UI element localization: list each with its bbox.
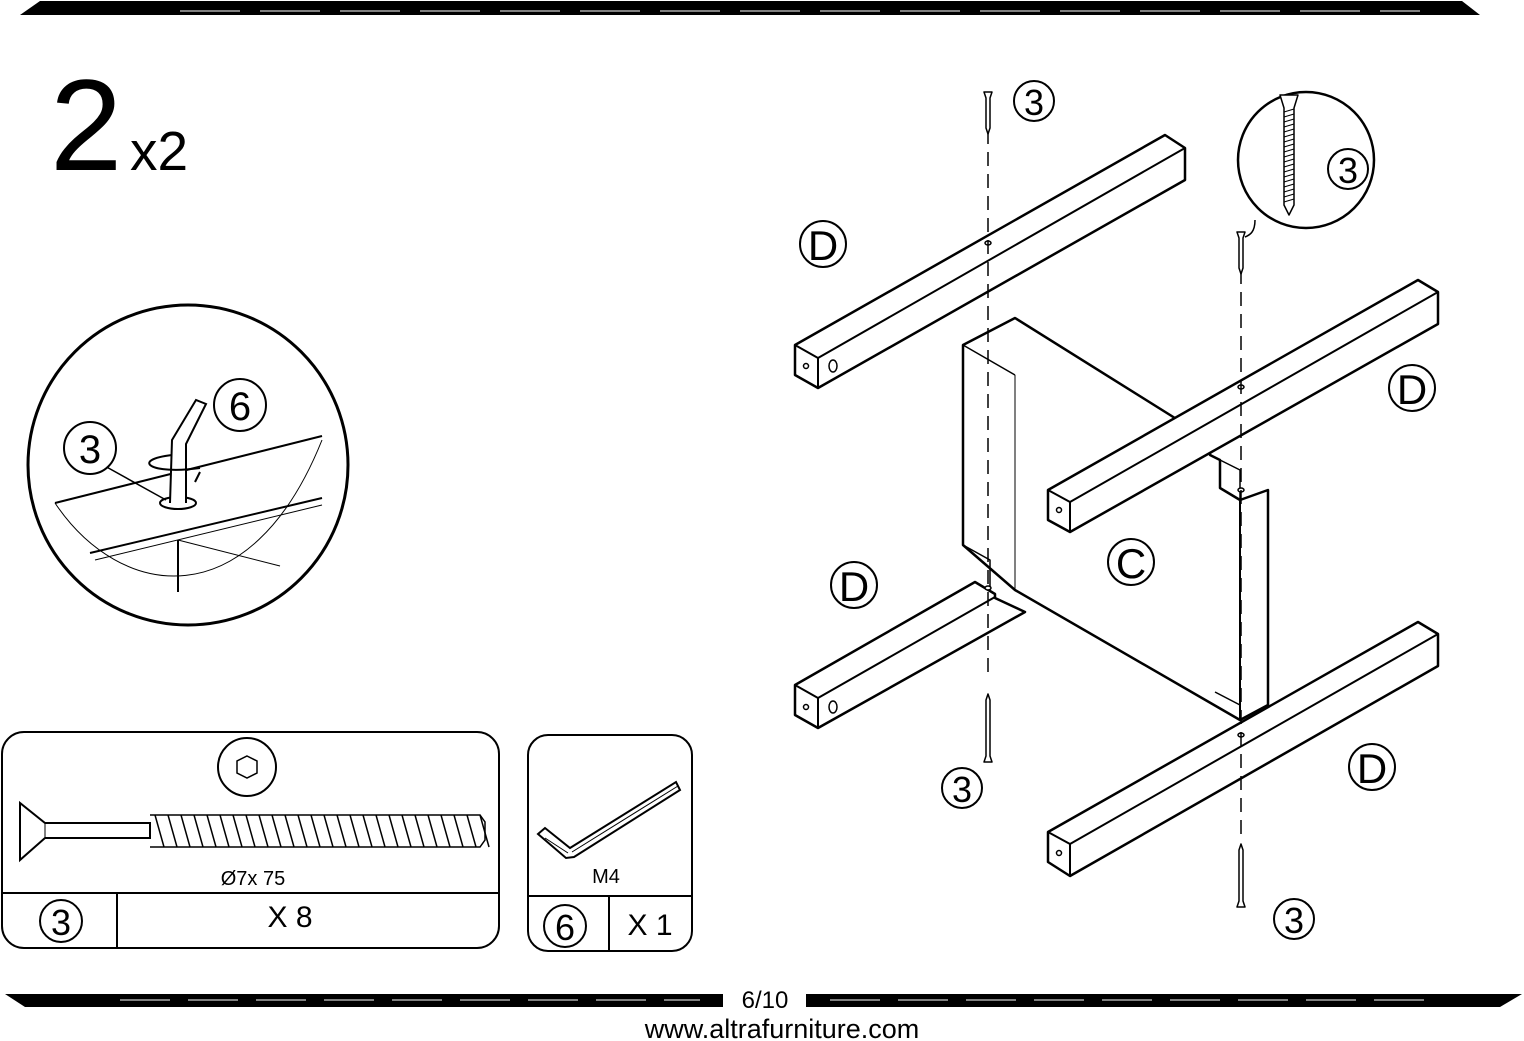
key-part-id: 6 bbox=[555, 907, 575, 948]
screw-thread bbox=[154, 814, 490, 848]
label-rail-d-top-left: D bbox=[808, 222, 838, 269]
detail-magnifier bbox=[26, 303, 350, 627]
key-quantity: X 1 bbox=[627, 909, 672, 942]
step-number: 2 bbox=[50, 52, 122, 198]
parts-box-key bbox=[527, 734, 693, 952]
label-rail-d-bottom-right: D bbox=[1357, 745, 1387, 792]
parts-box-screw bbox=[1, 731, 500, 949]
footer-url: www.altrafurniture.com bbox=[644, 1014, 920, 1041]
screw-callout-bottom-left: 3 bbox=[952, 769, 972, 810]
screw-callout-bottom-right: 3 bbox=[1284, 900, 1304, 941]
detail-callout-key: 6 bbox=[229, 385, 251, 429]
zoom-screw-thread bbox=[1283, 108, 1295, 203]
top-border bbox=[20, 1, 1480, 15]
screw-quantity: X 8 bbox=[267, 901, 312, 934]
screw-part-id: 3 bbox=[51, 902, 71, 943]
assembly-drawing bbox=[793, 90, 1440, 908]
label-panel-c: C bbox=[1116, 540, 1146, 587]
step-heading: 2 x2 bbox=[50, 52, 188, 198]
label-rail-d-bottom-left: D bbox=[839, 563, 869, 610]
key-size-label: M4 bbox=[592, 866, 620, 888]
screw-callout-top-left: 3 bbox=[1024, 82, 1044, 123]
step-multiplier: x2 bbox=[130, 120, 188, 182]
assembly-callout-rings bbox=[799, 80, 1436, 940]
page-number: 6/10 bbox=[742, 987, 789, 1014]
screw-part-badge bbox=[39, 899, 83, 943]
label-rail-d-top-right: D bbox=[1397, 366, 1427, 413]
detail-callout-screw: 3 bbox=[79, 428, 101, 472]
bottom-border bbox=[5, 994, 1522, 1007]
key-part-badge bbox=[543, 904, 587, 948]
screw-size-label: Ø7x 75 bbox=[221, 868, 285, 890]
screw-callout-zoom: 3 bbox=[1338, 150, 1358, 191]
